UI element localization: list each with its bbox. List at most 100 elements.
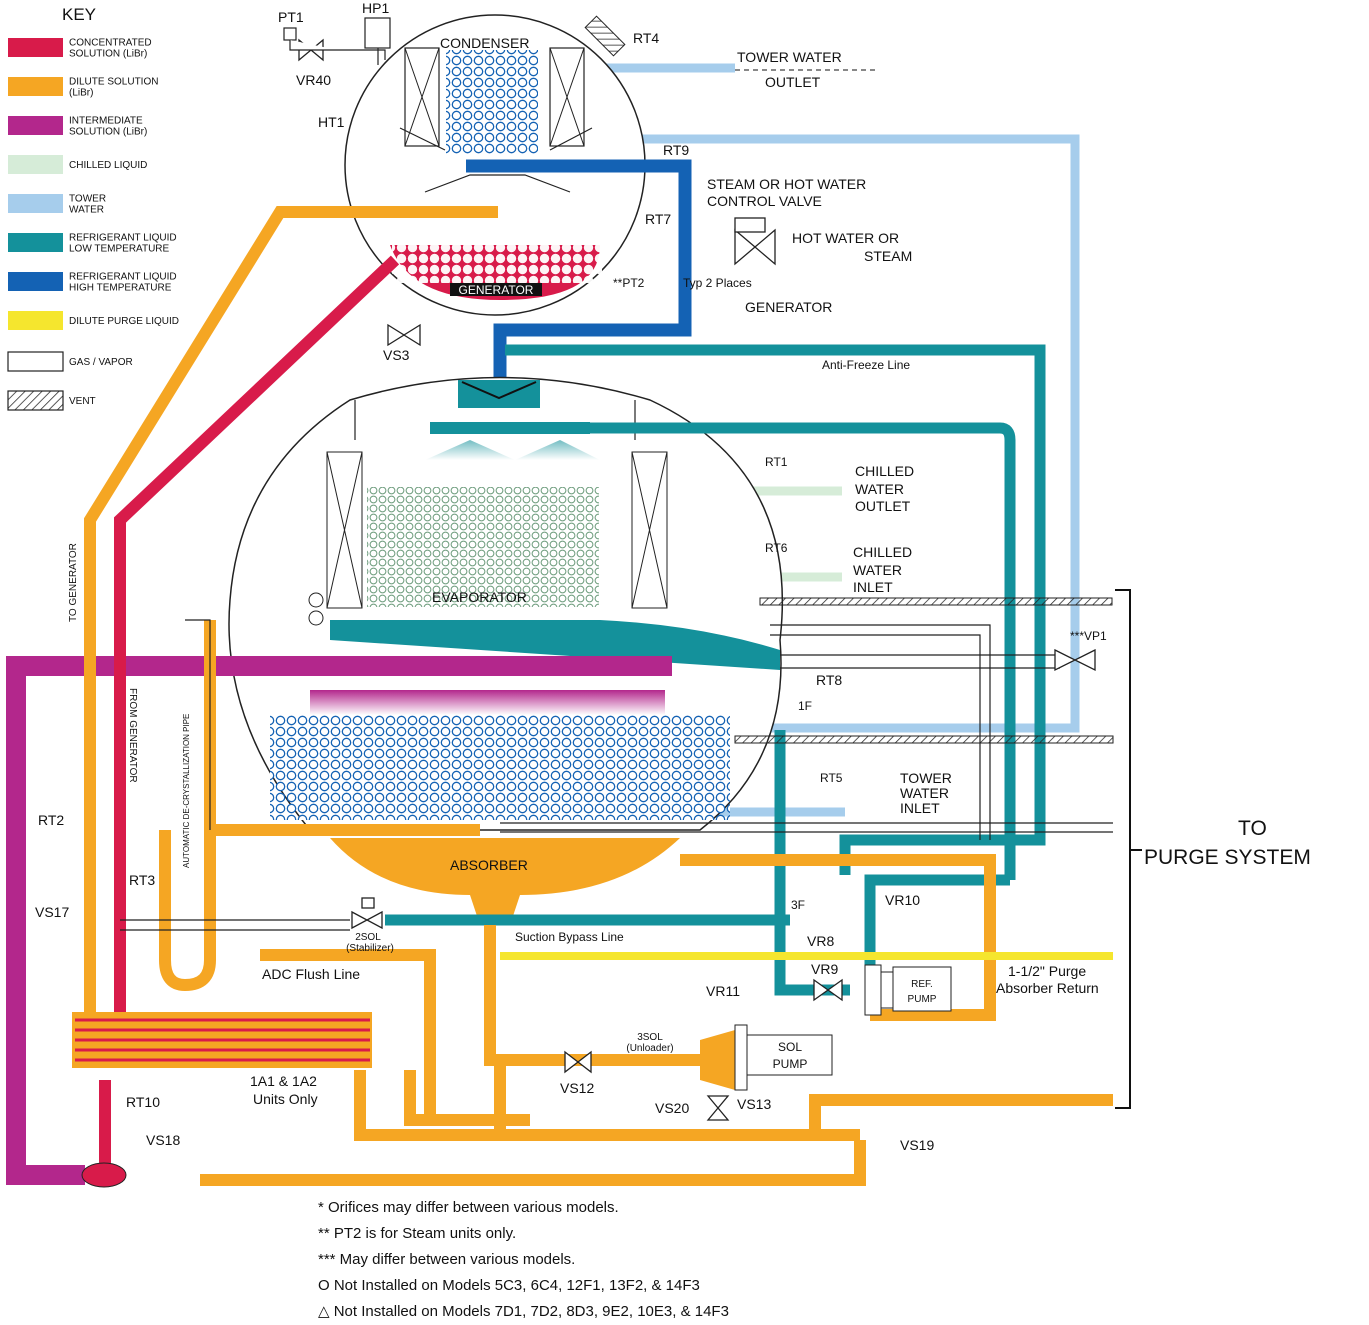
steam-valve-label: STEAM OR HOT WATER: [707, 176, 866, 192]
ref-pump-label-2: PUMP: [908, 994, 937, 1005]
rt6-label: RT6: [765, 541, 788, 555]
chilled-outlet-label-3: OUTLET: [855, 498, 911, 514]
intermediate-solution-line: [6, 656, 672, 1185]
antifreeze-label: Anti-Freeze Line: [822, 358, 910, 372]
footnote-1: * Orifices may differ between various mo…: [318, 1199, 619, 1216]
heat-exchanger: [72, 1012, 372, 1068]
pressure-instruments: [283, 17, 391, 65]
purge-return-label: 1-1/2" Purge: [1008, 963, 1086, 979]
rt4-rupture-disk: [584, 15, 626, 57]
tower-inlet-label-2: WATER: [900, 785, 949, 801]
3sol-label: 3SOL: [637, 1032, 663, 1043]
rt8-label: RT8: [816, 672, 842, 688]
vr11-label: VR11: [706, 983, 740, 999]
legend-label: CHILLED LIQUID: [69, 160, 147, 171]
to-purge-label: TO: [1238, 817, 1267, 840]
vs12-label: VS12: [560, 1080, 594, 1096]
from-generator-label: FROM GENERATOR: [127, 688, 138, 783]
hot-water-label-2: STEAM: [864, 248, 912, 264]
vent-band-top: [759, 597, 1113, 606]
absorber-label: ABSORBER: [450, 857, 528, 873]
vs13-label: VS13: [737, 1096, 771, 1112]
2sol-label: 2SOL: [355, 932, 381, 943]
absorber-sump: ABSORBER: [330, 838, 680, 925]
chilled-outlet-label: CHILLED: [855, 463, 914, 479]
vs20-label: VS20: [655, 1100, 689, 1116]
legend-label: TOWER: [69, 194, 106, 205]
footnote-5: △ Not Installed on Models 7D1, 7D2, 8D3,…: [318, 1303, 729, 1320]
legend-swatch: [8, 155, 63, 174]
legend-swatch: [7, 351, 64, 372]
legend-label: GAS / VAPOR: [69, 357, 133, 368]
refrigerant-pump: REF. PUMP: [864, 964, 952, 1016]
to-generator-label: TO GENERATOR: [68, 543, 79, 622]
footnotes: * Orifices may differ between various mo…: [318, 1199, 729, 1320]
legend-swatch: [8, 233, 63, 252]
legend-swatch: [8, 311, 63, 330]
concentrated-solution-lines: [99, 255, 400, 1170]
absorber-spray: [310, 690, 665, 715]
rt10-label: RT10: [126, 1094, 160, 1110]
legend-swatch: [8, 272, 63, 291]
tower-water-outlet-label-2: OUTLET: [765, 74, 821, 90]
vs19-label: VS19: [900, 1137, 934, 1153]
legend-label: CONCENTRATED: [69, 38, 152, 49]
sol-pump-label: SOL: [778, 1040, 802, 1054]
suction-bypass-label: Suction Bypass Line: [515, 930, 624, 944]
valves: [298, 38, 1096, 1121]
vr9-label: VR9: [811, 961, 838, 977]
vs18-label: VS18: [146, 1132, 180, 1148]
generator-out-label: GENERATOR: [745, 299, 832, 315]
legend-label: VENT: [69, 396, 96, 407]
pt1-label: PT1: [278, 9, 304, 25]
vp1-label: ***VP1: [1070, 629, 1107, 643]
units-label-2: Units Only: [253, 1091, 318, 1107]
rt1-label: RT1: [765, 455, 788, 469]
pt2-label: **PT2: [613, 276, 645, 290]
3sol-label-2: (Unloader): [626, 1043, 673, 1054]
rt9-label: RT9: [663, 142, 689, 158]
chilled-inlet-label: CHILLED: [853, 544, 912, 560]
evaporator-absorber-vessel: EVAPORATOR: [228, 376, 784, 831]
ref-pump-label: REF.: [911, 979, 933, 990]
typ2-label: Typ 2 Places: [683, 276, 752, 290]
1f-label: 1F: [798, 699, 812, 713]
mixing-chamber: [81, 1162, 127, 1188]
legend-swatch: [7, 390, 64, 411]
rt2-label: RT2: [38, 812, 64, 828]
chilled-inlet-label-2: WATER: [853, 562, 902, 578]
legend-label: SOLUTION (LiBr): [69, 49, 147, 60]
condenser-label: CONDENSER: [440, 35, 529, 51]
solution-pump: SOL PUMP: [700, 1024, 833, 1091]
rt4-label: RT4: [633, 30, 659, 46]
legend-label: REFRIGERANT LIQUID: [69, 233, 177, 244]
legend-swatch: [8, 194, 63, 213]
adc-flush-label: ADC Flush Line: [262, 966, 360, 982]
chilled-inlet-label-3: INLET: [853, 579, 893, 595]
vs17-label: VS17: [35, 904, 69, 920]
legend-label: DILUTE SOLUTION: [69, 77, 158, 88]
to-purge-label-2: PURGE SYSTEM: [1144, 846, 1311, 869]
footnote-2: ** PT2 is for Steam units only.: [318, 1225, 516, 1242]
footnote-3: *** May differ between various models.: [318, 1251, 575, 1268]
chilled-outlet-label-2: WATER: [855, 481, 904, 497]
rt3-label: RT3: [129, 872, 155, 888]
purge-bracket: [1115, 589, 1142, 1109]
rt5-label: RT5: [820, 771, 843, 785]
legend-swatch: [8, 116, 63, 135]
diagram-labels: PT1 HP1 VR40 HT1 RT4 TOWER WATER OUTLET …: [35, 0, 1311, 1153]
high-temp-refrigerant-line: [466, 159, 692, 390]
legend-title: KEY: [62, 5, 96, 24]
generator-vessel: GENERATOR: [390, 243, 602, 300]
legend-label: (LiBr): [69, 88, 93, 99]
legend-label: REFRIGERANT LIQUID: [69, 272, 177, 283]
2sol-label-2: (Stabilizer): [346, 943, 394, 954]
3f-label: 3F: [791, 898, 805, 912]
purge-return-label-2: Absorber Return: [996, 980, 1099, 996]
rt7-label: RT7: [645, 211, 671, 227]
vent-band-bottom: [734, 735, 1114, 744]
vapor-lines: [120, 619, 1113, 931]
